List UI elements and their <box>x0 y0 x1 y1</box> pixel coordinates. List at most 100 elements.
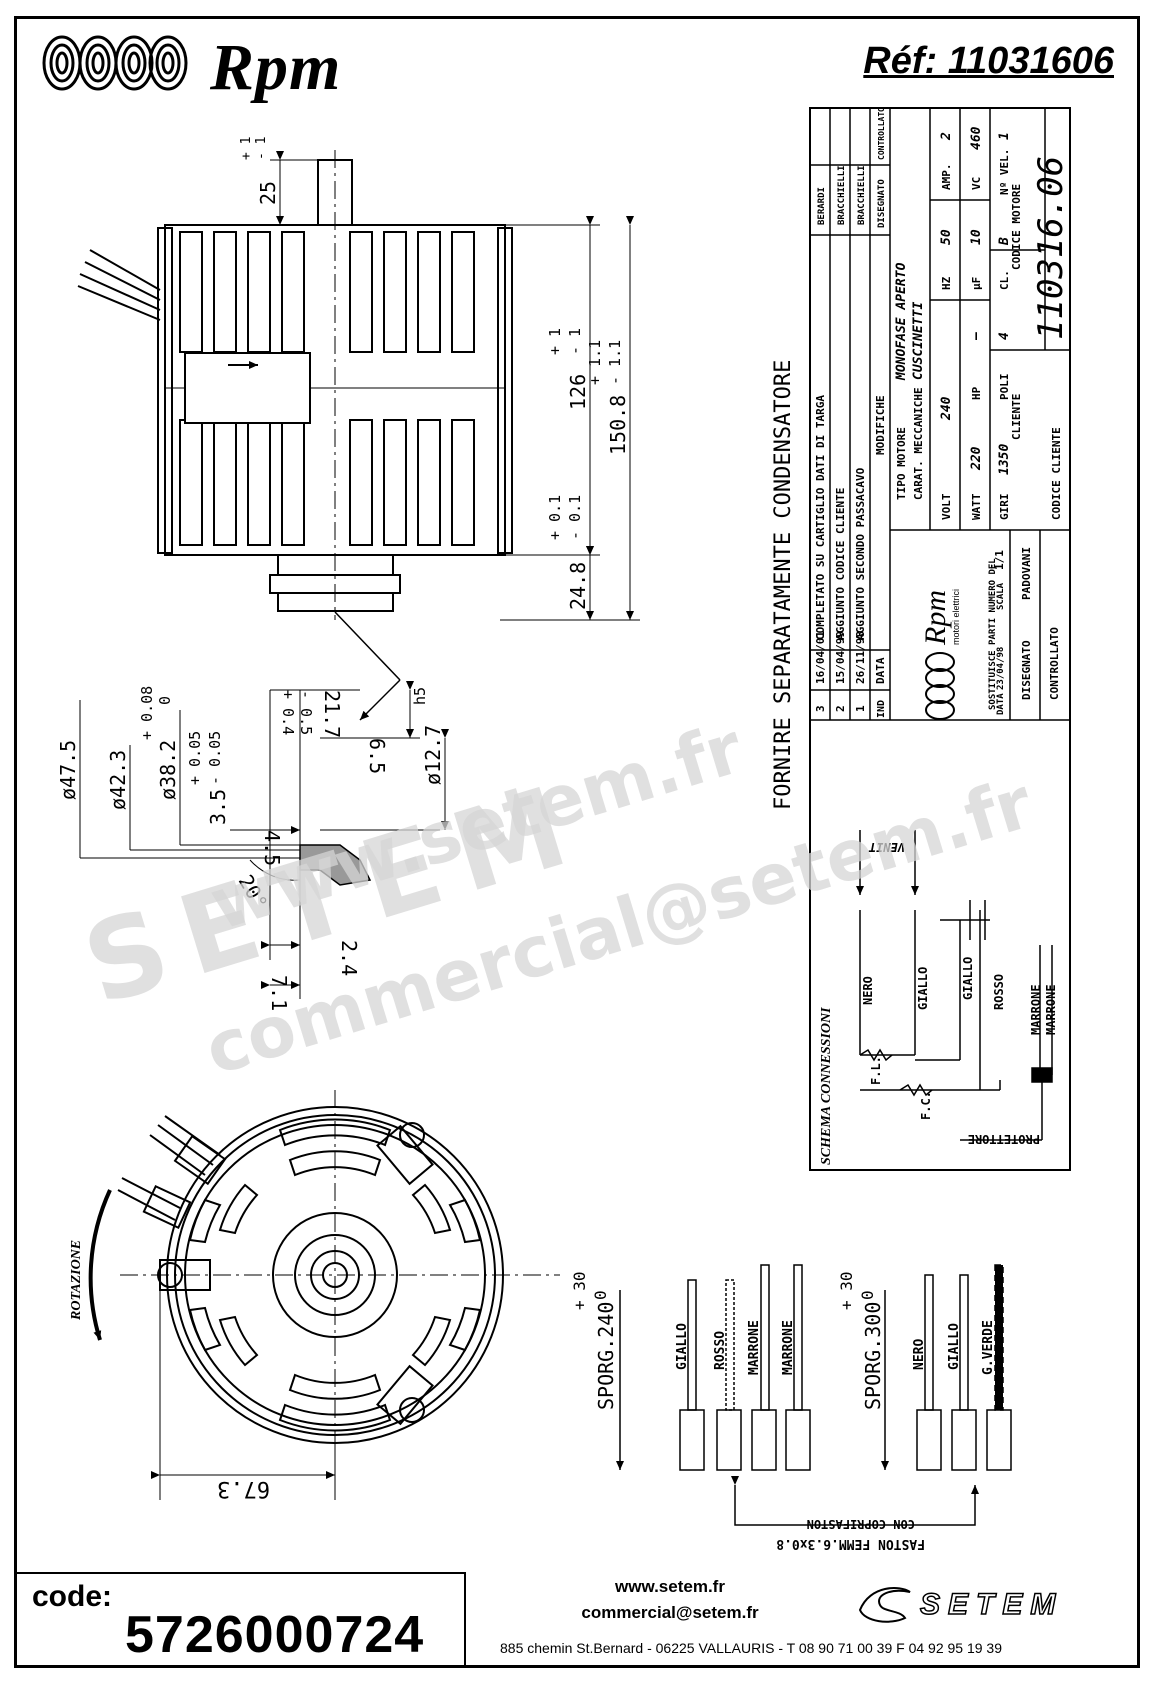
dim-d24: 2.4 <box>337 940 361 976</box>
lead-group1-tol-plus: + 30 <box>570 1271 589 1310</box>
vc-label: VC <box>970 177 983 190</box>
dim-d382-tol-minus: 0 <box>156 696 174 705</box>
nvel: 1 <box>997 132 1012 140</box>
mod-header-ctrl: CONTROLLATO <box>877 107 886 160</box>
mod-row2-sign: BRACCHIELLI <box>837 165 847 225</box>
poli: 4 <box>997 332 1012 340</box>
giri-label: GIRI <box>998 494 1011 521</box>
mod-row1-sign: BRACCHIELLI <box>857 165 867 225</box>
dim-d45: 4.5 <box>260 830 284 866</box>
dim-d65: 6.5 <box>365 738 389 774</box>
capacitor-note: FORNIRE SEPARATAMENTE CONDENSATORE <box>771 360 796 810</box>
lead-group2-tol-plus: + 30 <box>837 1271 856 1310</box>
footer-website[interactable]: www.setem.fr <box>615 1577 725 1596</box>
uf-label: μF <box>970 277 983 290</box>
mod-row3-n: 3 <box>814 705 827 712</box>
mod-row2-text: AGGIUNTO CODICE CLIENTE <box>834 488 847 640</box>
mod-row2-data: 15/04/99 <box>834 631 847 684</box>
code-label: code: <box>32 1580 113 1613</box>
schema-wire-marrone-2: MARRONE <box>1044 984 1058 1035</box>
nvel-label: Nº VEL. <box>998 149 1011 195</box>
poli-label: POLI <box>998 374 1011 401</box>
giri: 1350 <box>997 444 1012 475</box>
lead-group2-label: SPORG.300 <box>861 1302 885 1410</box>
lead-marrone-1: MARRONE <box>747 1320 762 1375</box>
mod-header-dis: DISEGNATO <box>877 179 887 228</box>
carat-label: CARAT. MECCANICHE <box>912 387 925 500</box>
controllato-label: CONTROLLATO <box>1048 627 1061 700</box>
code-box <box>16 1572 466 1667</box>
lead-giallo-2: GIALLO <box>947 1323 962 1370</box>
rpm-coil-logo-icon <box>42 35 188 91</box>
dim-d127-tol: h5 <box>411 687 429 705</box>
mod-row3-sign: BERARDI <box>817 187 827 225</box>
schema-fl: F.L. <box>869 1056 883 1085</box>
dim-d217: 21.7 <box>320 690 344 738</box>
setem-swoosh-icon <box>858 1587 911 1623</box>
dim-d217-tol-minus: - 0.5 <box>297 690 315 735</box>
codice-cliente-label: CODICE CLIENTE <box>1050 427 1063 520</box>
footer-email[interactable]: commercial@setem.fr <box>581 1603 759 1622</box>
dim-d673: 67.3 <box>217 1476 270 1501</box>
lead-marrone-2: MARRONE <box>781 1320 796 1375</box>
mod-header-text: MODIFICHE <box>874 395 887 455</box>
lead-group1-tol-minus: 0 <box>591 1290 610 1300</box>
hp: — <box>969 332 984 340</box>
data-value: 23/04/98 <box>996 647 1006 690</box>
dim-d217-tol-plus: + 0.4 <box>279 690 297 735</box>
schema-title: SCHEMA CONNESSIONI <box>819 1007 834 1165</box>
mod-row2-n: 2 <box>834 705 847 712</box>
motor-front-view <box>88 1090 560 1500</box>
volt-label: VOLT <box>940 493 953 520</box>
lead-giallo: GIALLO <box>675 1323 690 1370</box>
lead-group1-label: SPORG.240 <box>594 1302 618 1410</box>
schema-wire-giallo-2: GIALLO <box>961 957 975 1000</box>
codice-motore: 110316.06 <box>1031 156 1071 340</box>
dim-overall-tol-minus: - 1.1 <box>606 340 624 385</box>
title-block <box>809 107 1071 1171</box>
mod-row1-data: 26/11/98 <box>854 631 867 684</box>
carat: CUSCINETTI <box>911 302 926 380</box>
data-label: DATA <box>996 693 1006 715</box>
watt: 220 <box>969 446 984 471</box>
tipo-motore: MONOFASE APERTO <box>894 262 909 381</box>
lead-nero: NERO <box>912 1339 927 1370</box>
cliente-label: CLIENTE <box>1010 394 1023 440</box>
dim-d382-tol-plus: + 0.08 <box>138 686 156 740</box>
dim-shaft: 25 <box>256 181 280 205</box>
amp: 2 <box>939 132 954 141</box>
title-block-brand-sub: motori elettrici <box>951 589 961 645</box>
disegnato: PADOVANI <box>1020 547 1033 600</box>
schema-wire-marrone-1: MARRONE <box>1029 984 1043 1035</box>
volt: 240 <box>939 396 954 421</box>
schema-wire-rosso: ROSSO <box>992 974 1006 1010</box>
mod-row1-text: AGGIUNTO SECONDO PASSACAVO <box>854 467 867 640</box>
uf: 10 <box>969 229 984 245</box>
dim-d71: 7.1 <box>267 975 291 1011</box>
dim-d382: ø38.2 <box>156 740 180 800</box>
dim-hub-tol-minus: - 0.1 <box>566 495 584 540</box>
cl-label: CL. <box>998 270 1011 290</box>
disegnato-label: DISEGNATO <box>1020 640 1033 700</box>
drawing-sheet <box>14 16 1140 1668</box>
brand-name: Rpm <box>210 31 342 104</box>
mod-header-data: DATA <box>874 657 887 684</box>
schema-wire-nero: NERO <box>861 976 875 1005</box>
reference-number: Réf: 11031606 <box>863 40 1114 82</box>
codice-motore-label: CODICE MOTORE <box>1010 184 1023 270</box>
dim-body-tol-plus: + 1 <box>546 328 564 355</box>
cl: B <box>997 237 1012 246</box>
hub-detail <box>79 681 449 1000</box>
dim-body: 126 <box>566 374 590 410</box>
scala: 1/1 <box>993 550 1006 570</box>
dim-d35: 3.5 <box>206 789 230 825</box>
amp-label: AMP. <box>940 164 953 191</box>
sostituisce: - <box>985 563 998 570</box>
mod-row1-n: 1 <box>854 705 867 712</box>
faston-note-2: CON COPRIFASTON <box>807 1517 915 1531</box>
title-block-logo: Rpm motori elettrici <box>919 589 961 720</box>
dim-overall-tol-plus: + 1.1 <box>586 340 604 385</box>
dim-d35-tol-minus: - 0.05 <box>206 731 224 785</box>
title-block-brand: Rpm <box>919 590 952 646</box>
